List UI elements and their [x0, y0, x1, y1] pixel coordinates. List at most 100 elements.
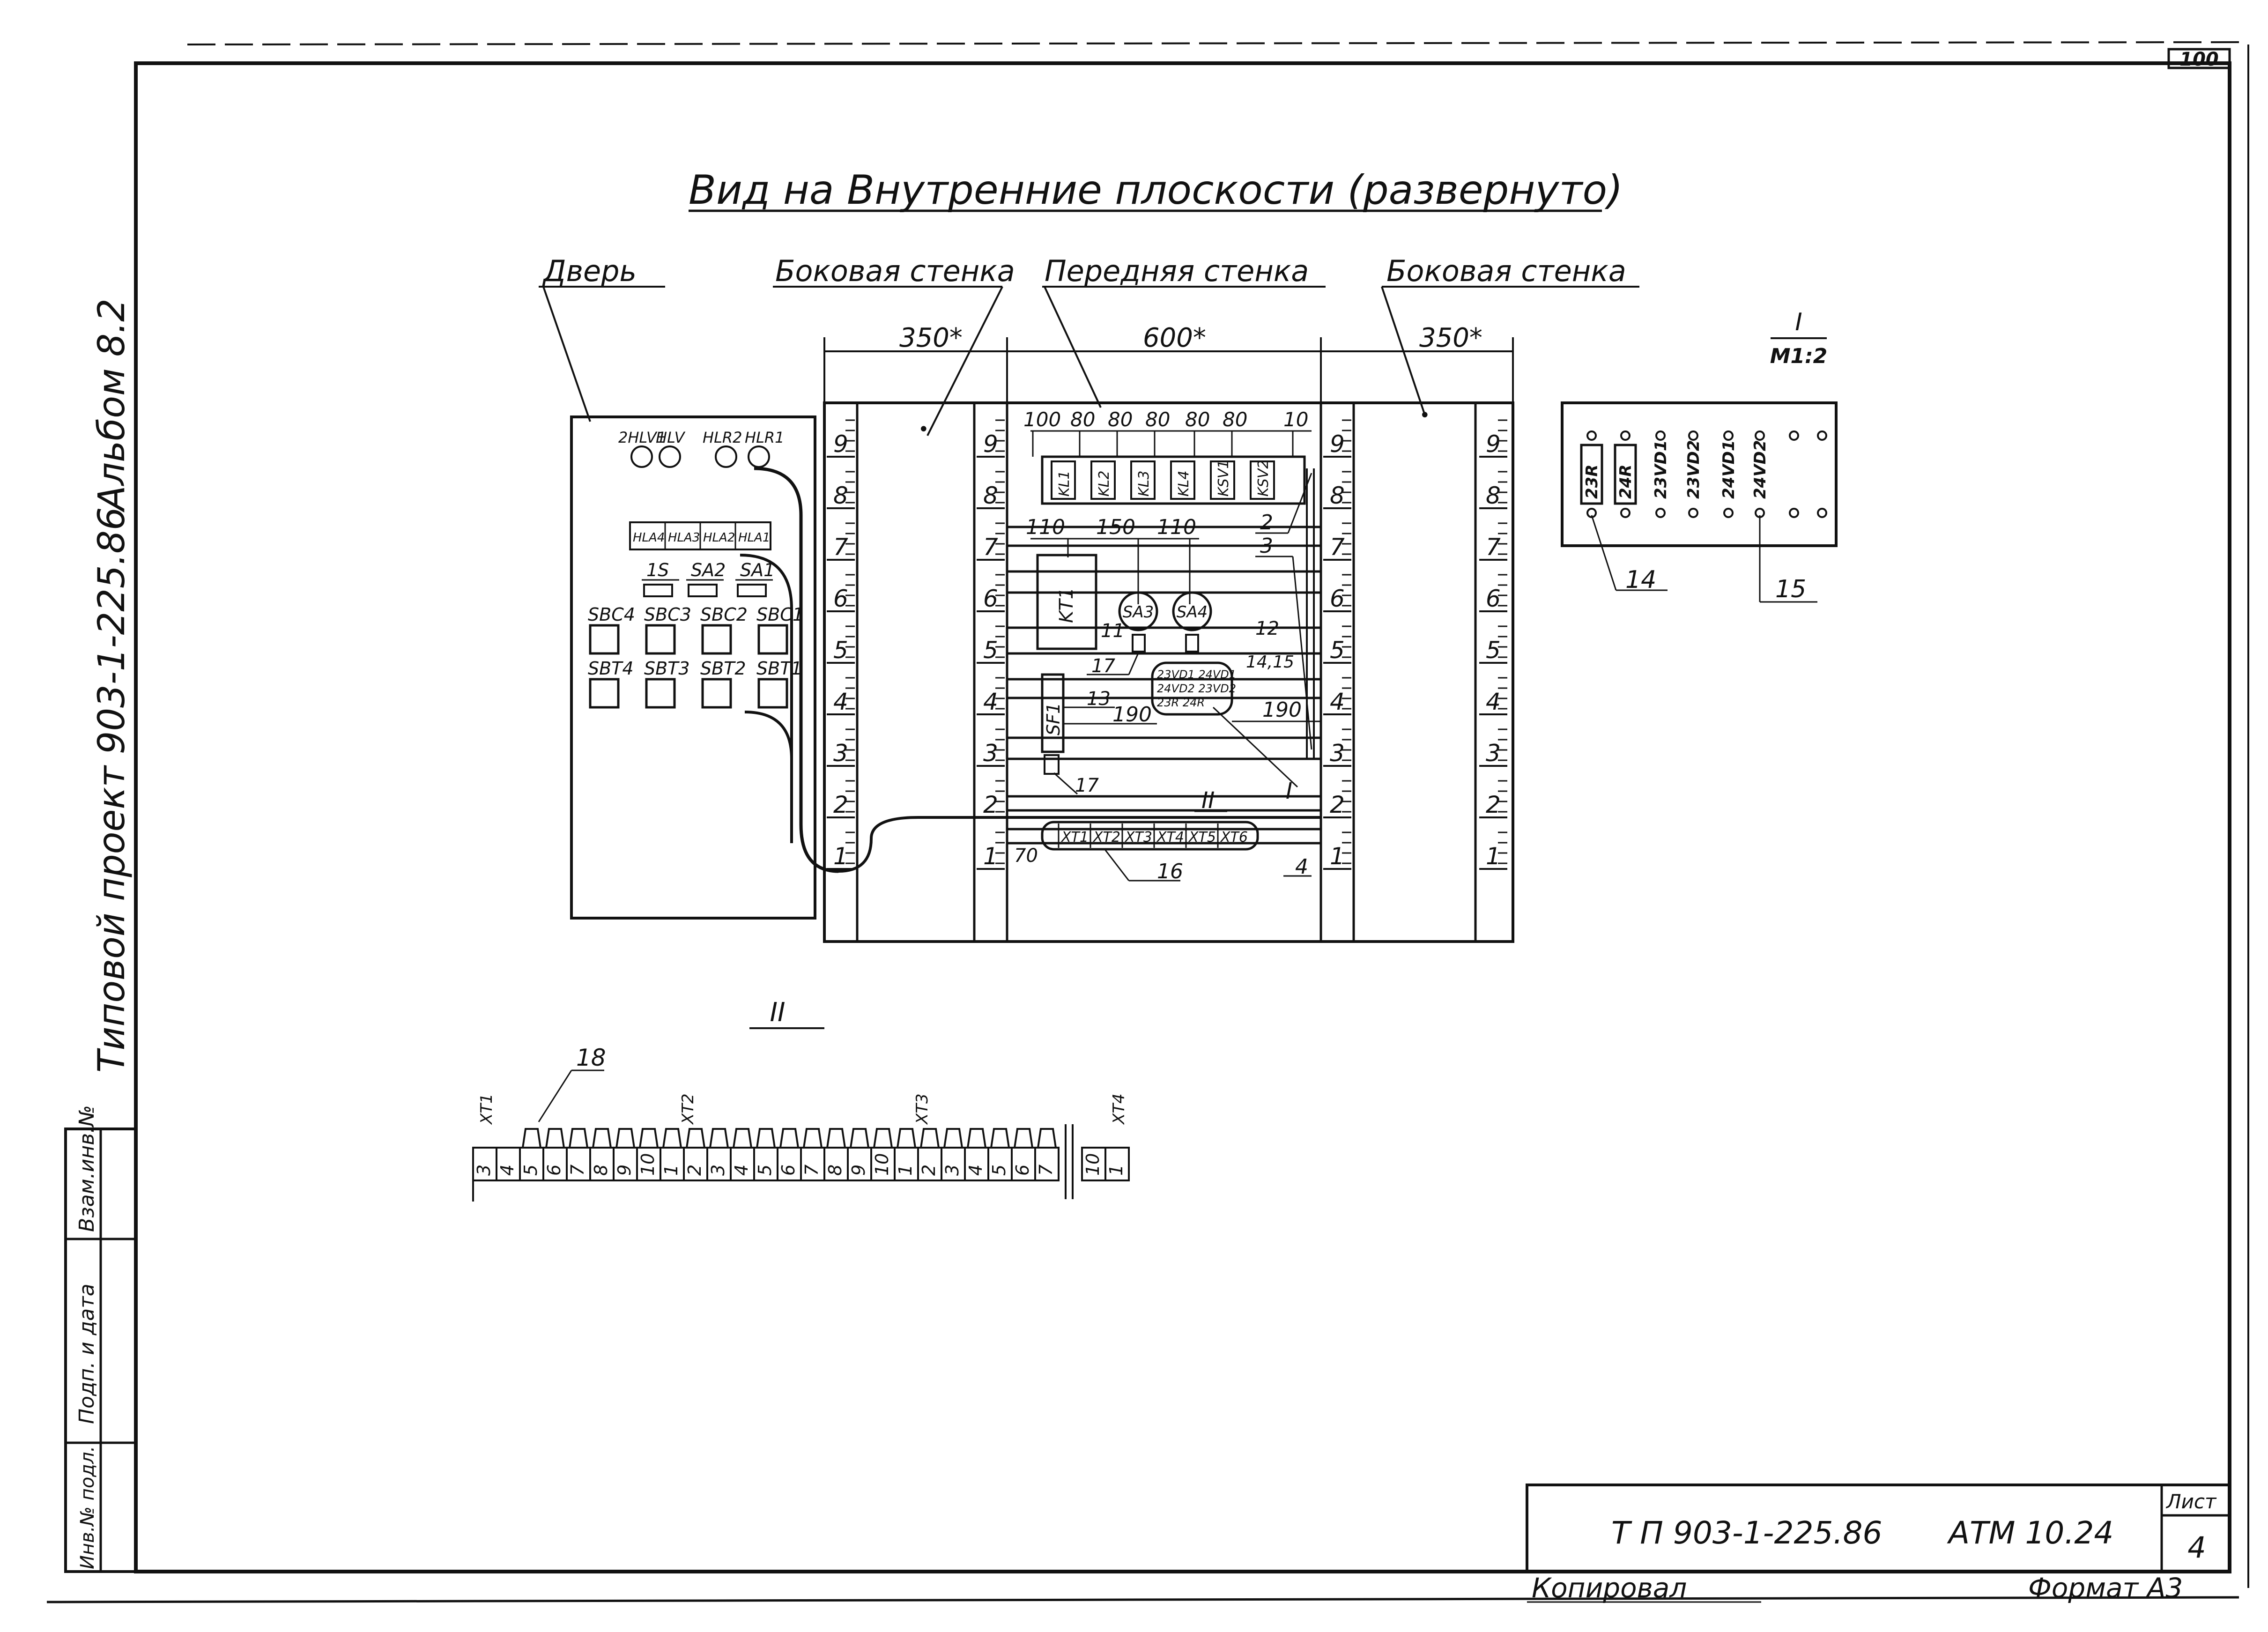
lamp-icon	[715, 445, 737, 468]
lamp-box-label: HLA2	[703, 531, 735, 545]
scale-number: 6	[1330, 585, 1345, 612]
detail-II-18: 18	[576, 1044, 606, 1071]
diode-line1: 23VD1 24VD1	[1157, 668, 1236, 681]
dim-190a: 190	[1112, 703, 1152, 727]
lamp-box-label: HLA1	[738, 531, 770, 545]
scale-number: 5	[1486, 637, 1501, 664]
terminal-clip	[733, 1128, 752, 1148]
detail-part-label: 23VD2	[1684, 440, 1703, 499]
callout-17a: 17	[1091, 655, 1115, 677]
label-side-left: Боковая стенка	[775, 254, 1015, 288]
terminal-clip	[990, 1128, 1010, 1148]
terminal-cell-label: 5	[520, 1165, 541, 1176]
dim-row1: 80	[1108, 408, 1133, 431]
dim-190b: 190	[1262, 698, 1302, 722]
scale-number: 9	[1330, 430, 1345, 458]
dim-row1: 80	[1145, 408, 1170, 431]
title-block: Т П 903-1-225.86 АТМ 10.24 Лист 4 Копиро…	[1526, 1484, 2231, 1604]
dim-row1: 10	[1283, 408, 1308, 431]
relay-icon	[1210, 460, 1235, 500]
sf1-label: SF1	[1043, 703, 1064, 735]
switch-label: SA2	[691, 560, 726, 580]
scale-number: 7	[983, 534, 998, 561]
sheet-number: 100	[2179, 49, 2219, 70]
scale-number: 1	[833, 843, 848, 870]
dim-row1: 100	[1023, 408, 1061, 431]
scale-number: 6	[983, 585, 998, 612]
terminal-label: XT3	[1124, 829, 1152, 846]
scale-number: 2	[1486, 791, 1501, 818]
terminal-clip	[850, 1128, 869, 1148]
button-t-label: SBT1	[756, 658, 802, 679]
sa3-label: SA3	[1123, 603, 1154, 622]
diode-line2: 24VD2 23VD2	[1157, 682, 1236, 695]
button-c-icon	[757, 624, 788, 655]
terminal-clip	[569, 1128, 588, 1148]
button-c-icon	[645, 624, 676, 655]
terminal-cell-label: 3	[942, 1165, 963, 1176]
terminal-cell-label: 10	[637, 1153, 658, 1176]
scale-number: 8	[983, 482, 998, 509]
terminal-label: XT6	[1220, 829, 1248, 846]
side-stamp: Альбом 8.2 Типовой проект 903-1-225.86	[91, 298, 133, 1073]
dim-70: 70	[1014, 845, 1038, 867]
scale-number: 5	[983, 637, 998, 664]
relay-label: KL1	[1056, 471, 1073, 497]
terminal-label: XT2	[1092, 829, 1120, 846]
callout-11: 11	[1101, 620, 1125, 642]
relay-label: KL2	[1096, 471, 1112, 497]
scale-number: 7	[833, 534, 848, 561]
callout-12: 12	[1255, 618, 1279, 639]
title-doc: АТМ 10.24	[1947, 1515, 2113, 1551]
terminal-cell-label: 4	[965, 1165, 986, 1176]
scale-number: 5	[1330, 637, 1345, 664]
button-t-icon	[645, 678, 676, 709]
terminal-dot	[1723, 430, 1734, 441]
dim-350-right: 350*	[1419, 323, 1482, 353]
lamp-box-label: HLA3	[668, 531, 700, 545]
terminal-cell-label: 8	[591, 1165, 611, 1176]
terminal-clip	[873, 1128, 893, 1148]
scale-number: 3	[983, 740, 998, 767]
cell-replaced: Взам.инв.№	[75, 1105, 99, 1232]
terminal-cell-label: 6	[778, 1165, 799, 1176]
lamp-box-label: HLA4	[633, 531, 665, 545]
project-label: Типовой проект 903-1-225.86	[91, 507, 133, 1073]
button-c-label: SBC1	[756, 604, 804, 625]
top-dimensions: 350* 600* 350*	[823, 323, 1514, 403]
switch-icon	[737, 584, 767, 597]
scale-number: 9	[1486, 430, 1501, 458]
terminal-dot	[1688, 508, 1698, 518]
relay-label: KSV2	[1255, 460, 1272, 497]
scale-number: 3	[1330, 740, 1345, 767]
terminal-cell-label: 7	[567, 1165, 588, 1176]
terminal-clip	[967, 1128, 986, 1148]
title-sheet-label: Лист	[2165, 1490, 2217, 1513]
terminal-cell-label: 4	[731, 1165, 752, 1176]
lamp-icon	[630, 445, 653, 468]
scale-number: 1	[1486, 843, 1501, 870]
callout-16: 16	[1157, 860, 1183, 883]
terminal-cell	[1034, 1147, 1060, 1181]
relay-icon	[1051, 460, 1076, 500]
scale-number: 1	[983, 843, 998, 870]
switch-label: 1S	[646, 560, 669, 580]
scale-number: 2	[983, 791, 998, 818]
scale-number: 3	[833, 740, 848, 767]
terminal-cell-label: 10	[872, 1153, 892, 1176]
terminal-cell-label: 10	[1082, 1153, 1103, 1176]
detail-I-14: 14	[1625, 566, 1656, 594]
side-wall-left: • •	[823, 401, 1514, 943]
terminal-dot	[1789, 430, 1799, 441]
scale-number: 4	[833, 688, 848, 715]
scale-number: 7	[1486, 534, 1501, 561]
terminal-dot	[1586, 430, 1597, 441]
callout-1415: 14,15	[1246, 653, 1294, 672]
terminal-clip	[639, 1128, 659, 1148]
scale-number: 3	[1486, 740, 1501, 767]
terminal-cell-label: 7	[801, 1165, 822, 1176]
section-labels: Дверь Боковая стенка Передняя стенка Бок…	[539, 254, 1639, 436]
dim-row1: 80	[1223, 408, 1247, 431]
